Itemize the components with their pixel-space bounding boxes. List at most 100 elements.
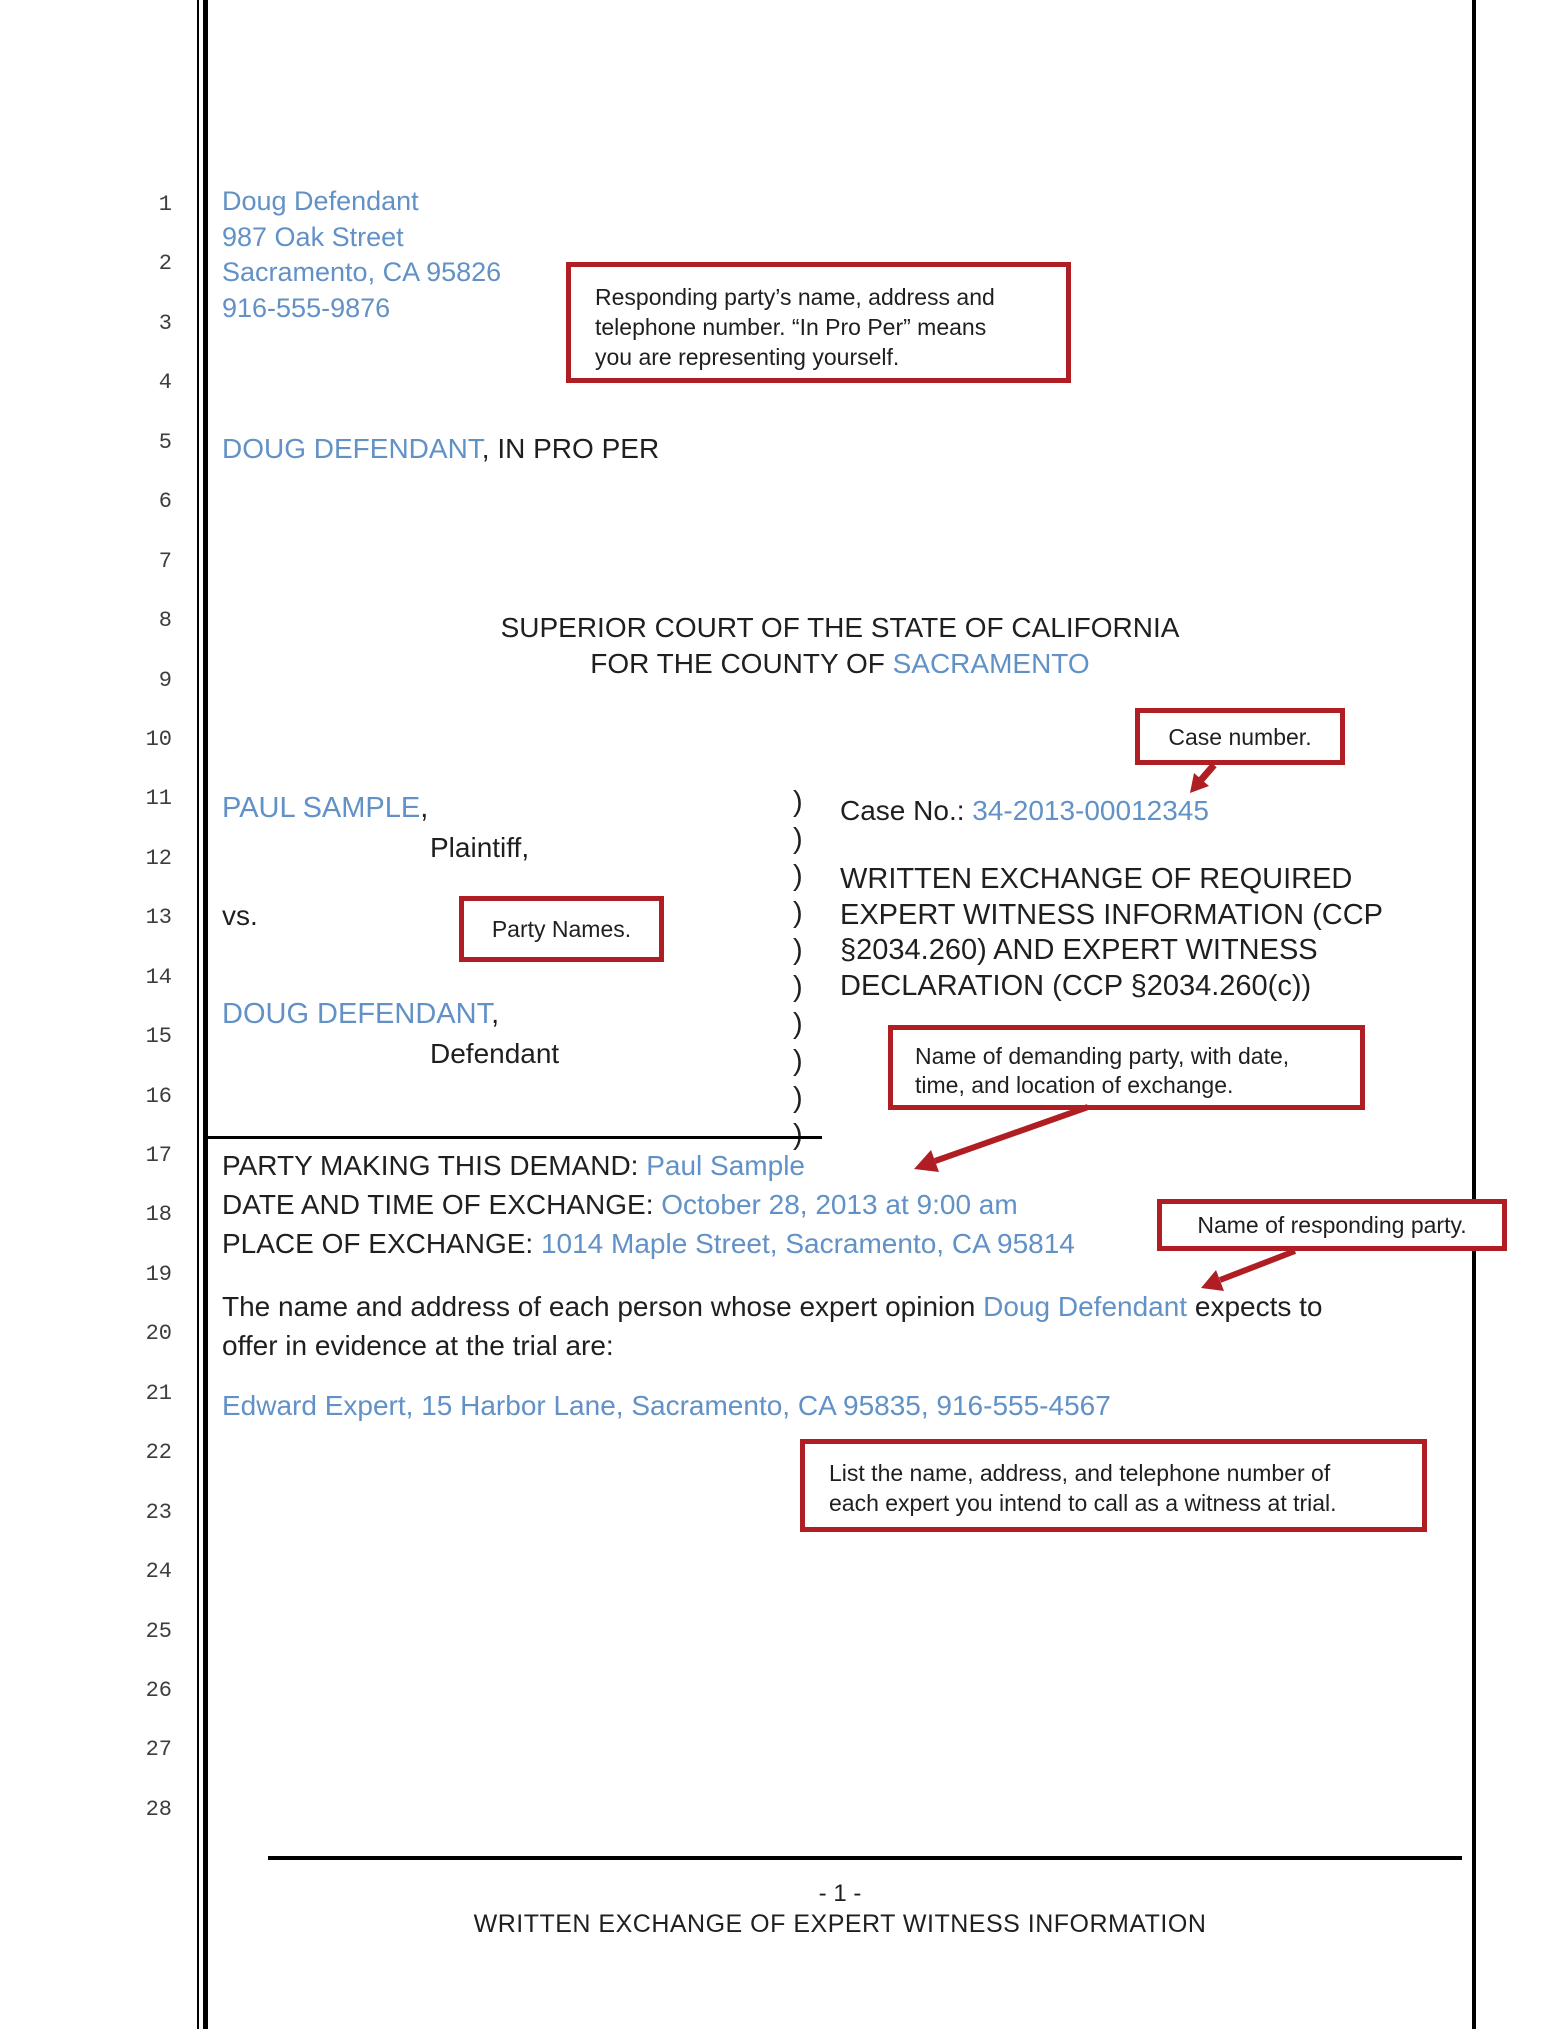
callout-responding-party-text: Name of responding party. [1197,1212,1467,1238]
line-number: 2 [158,251,172,277]
paragraph-line: The name and address of each person whos… [222,1288,1452,1327]
line-number: 8 [158,608,172,634]
callout-line: time, and location of exchange. [915,1072,1234,1098]
line-number: 12 [145,845,172,871]
line-number: 18 [145,1202,172,1228]
paren: ) [793,823,803,855]
caption-plaintiff: PAUL SAMPLE, [222,792,428,825]
caption-bottom-rule [208,1136,822,1139]
line-number: 14 [145,964,172,990]
line-number: 27 [145,1737,172,1763]
paren: ) [793,786,803,818]
address-city: Sacramento, CA 95826 [222,257,502,287]
demand-line: PLACE OF EXCHANGE: 1014 Maple Street, Sa… [222,1224,1075,1263]
case-number-arrow-icon [1190,762,1217,793]
paragraph-name: Doug Defendant [983,1291,1188,1322]
caption-defendant: DOUG DEFENDANT, [222,998,499,1031]
line-number: 17 [145,1143,172,1168]
defendant-comma: , [491,998,500,1030]
case-number-line: Case No.: 34-2013-00012345 [840,795,1209,827]
line-number: 24 [145,1559,172,1585]
line-number: 1 [158,192,172,217]
document-title-line: §2034.260) AND EXPERT WITNESS [840,934,1318,966]
left-margin-rule-thick [203,0,208,2029]
address-phone: 916-555-9876 [222,292,391,323]
document-title-line: WRITTEN EXCHANGE OF REQUIRED [840,863,1353,895]
demand-value: 1014 Maple Street, Sacramento, CA 95814 [540,1228,1075,1260]
callout-line: telephone number. “In Pro Per” means [595,314,987,340]
address-name: Doug Defendant [222,186,419,216]
line-number: 5 [158,429,172,455]
callout-party-names: Party Names. [459,896,664,962]
demand-label: PARTY MAKING THIS DEMAND: [222,1150,647,1181]
caption-defendant-role: Defendant [430,1038,560,1069]
callout-line: you are representing yourself. [595,344,900,370]
callout-case-number: Case number. [1135,708,1345,765]
paren: ) [793,1082,803,1114]
paragraph-line: offer in evidence at the trial are: [222,1329,614,1361]
callout-line: each expert you intend to call as a witn… [829,1490,1337,1516]
pro-per-line: DOUG DEFENDANT, IN PRO PER [222,433,659,465]
footer-rule [268,1856,1462,1860]
paren: ) [793,1119,803,1151]
callout-expert-list: List the name, address, and telephone nu… [800,1439,1427,1532]
responding-party-arrow-icon [1201,1248,1297,1291]
county-name: SACRAMENTO [892,648,1090,679]
footer-title: WRITTEN EXCHANGE OF EXPERT WITNESS INFOR… [473,1910,1207,1938]
line-number: 6 [158,489,172,515]
document-title-line: EXPERT WITNESS INFORMATION (CCP [840,898,1383,931]
demand-line: DATE AND TIME OF EXCHANGE: October 28, 2… [222,1185,1075,1224]
callout-case-number-text: Case number. [1168,723,1312,750]
line-number: 28 [145,1796,172,1822]
callout-line: Name of demanding party, with date, [915,1043,1290,1069]
pro-per-suffix: , IN PRO PER [481,433,660,464]
demand-value: Paul Sample [646,1150,805,1181]
page-number: - 1 - [818,1880,862,1907]
left-margin-rule-thin [197,0,199,2029]
document-title-line: DECLARATION (CCP §2034.260(c)) [840,969,1312,1002]
demand-block: PARTY MAKING THIS DEMAND: Paul Sample DA… [222,1146,1075,1264]
line-number: 22 [145,1440,172,1466]
address-street: 987 Oak Street [222,221,404,252]
line-number: 16 [145,1083,172,1109]
callout-party-names-text: Party Names. [491,916,632,942]
demand-label: PLACE OF EXCHANGE: [222,1228,541,1260]
line-number: 13 [145,905,172,931]
line-number: 11 [145,786,172,812]
case-number-label: Case No.: [840,795,973,826]
line-number: 25 [145,1618,172,1644]
line-number: 21 [145,1380,172,1406]
court-line2-prefix: FOR THE COUNTY OF [590,648,893,679]
paren: ) [793,860,803,892]
defendant-name: DOUG DEFENDANT [222,998,492,1030]
court-title: SUPERIOR COURT OF THE STATE OF CALIFORNI… [208,610,1472,682]
paragraph-prefix: The name and address of each person whos… [222,1291,984,1322]
callout-responding-party: Name of responding party. [1157,1199,1507,1251]
body-paragraph: The name and address of each person whos… [222,1288,1452,1365]
demand-label: DATE AND TIME OF EXCHANGE: [222,1189,662,1221]
line-number: 20 [145,1321,172,1347]
plaintiff-comma: , [420,792,429,824]
paren: ) [793,934,803,966]
paren-column: )))))))))) [793,786,803,1152]
line-number: 9 [158,667,172,693]
demand-line: PARTY MAKING THIS DEMAND: Paul Sample [222,1146,1075,1185]
paren: ) [793,1045,803,1077]
line-number: 4 [158,370,172,396]
right-margin-rule [1472,0,1476,2029]
paren: ) [793,1008,803,1040]
demand-value: October 28, 2013 at 9:00 am [661,1189,1018,1221]
paren: ) [793,897,803,929]
caption-plaintiff-role: Plaintiff, [430,832,530,863]
line-number: 10 [145,726,172,752]
line-number: 23 [145,1499,172,1525]
expert-listing: Edward Expert, 15 Harbor Lane, Sacrament… [222,1390,1111,1421]
page-footer: - 1 - WRITTEN EXCHANGE OF EXPERT WITNESS… [208,1880,1472,1940]
caption-vs: vs. [222,900,258,931]
plaintiff-name: PAUL SAMPLE [222,792,421,824]
paren: ) [793,971,803,1003]
